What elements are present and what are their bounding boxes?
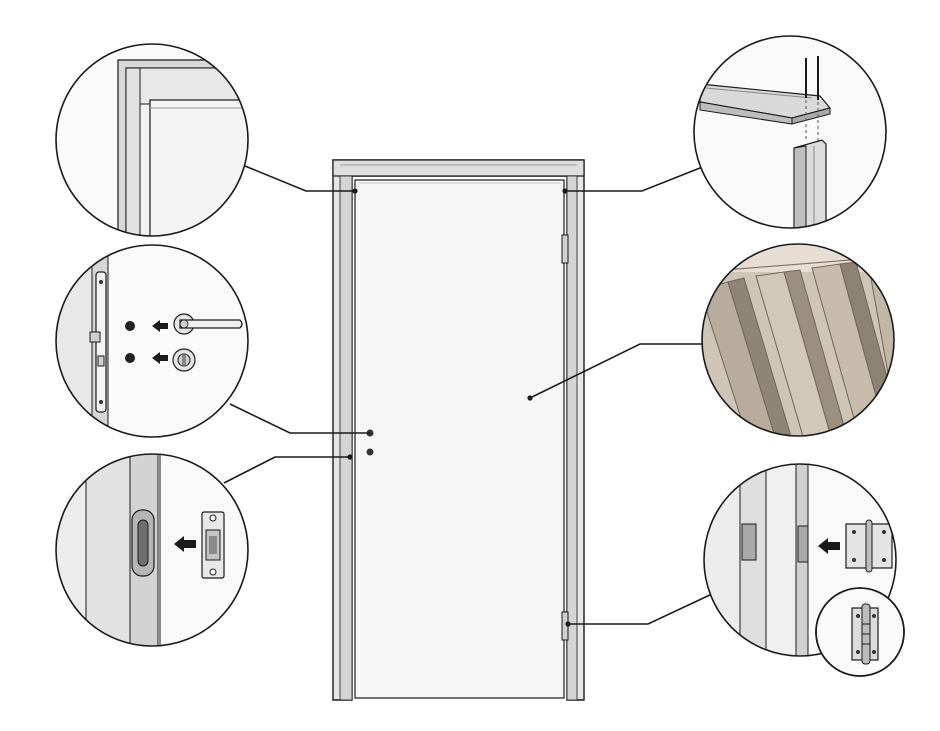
leader-lines [223, 165, 713, 627]
leader-core [529, 343, 706, 399]
leader-frame-assembly [565, 165, 706, 192]
hinge-closed-icon [851, 603, 879, 665]
arrow-icon [152, 320, 168, 364]
frame-head [332, 159, 585, 177]
leader-frame-corner [244, 165, 355, 192]
callout-hinge-closed [815, 587, 905, 677]
callout-hinge [703, 463, 897, 657]
arrow-icon [818, 538, 840, 554]
door-leaf [354, 179, 565, 699]
callout-handle-lock [55, 244, 249, 438]
arrow-icon [174, 536, 196, 552]
door-hinge-top [561, 234, 569, 264]
callout-frame-corner [55, 43, 249, 237]
leader-handle-lock [229, 403, 370, 434]
door [332, 159, 585, 701]
thumb-turn-icon [172, 348, 196, 372]
leader-strike-plate [223, 456, 350, 484]
core-slats [702, 257, 894, 436]
door-lock-hole [366, 448, 374, 456]
door-handle-icon [173, 313, 243, 335]
callout-frame-assembly [693, 35, 887, 229]
handle-hole-detail [125, 321, 135, 331]
leader-hinge [568, 593, 713, 625]
callout-strike-plate [55, 453, 249, 647]
hinge-open-icon [845, 519, 893, 573]
lock-hole-detail [125, 353, 135, 363]
callout-core [701, 243, 895, 437]
strike-plate-icon [201, 511, 225, 579]
